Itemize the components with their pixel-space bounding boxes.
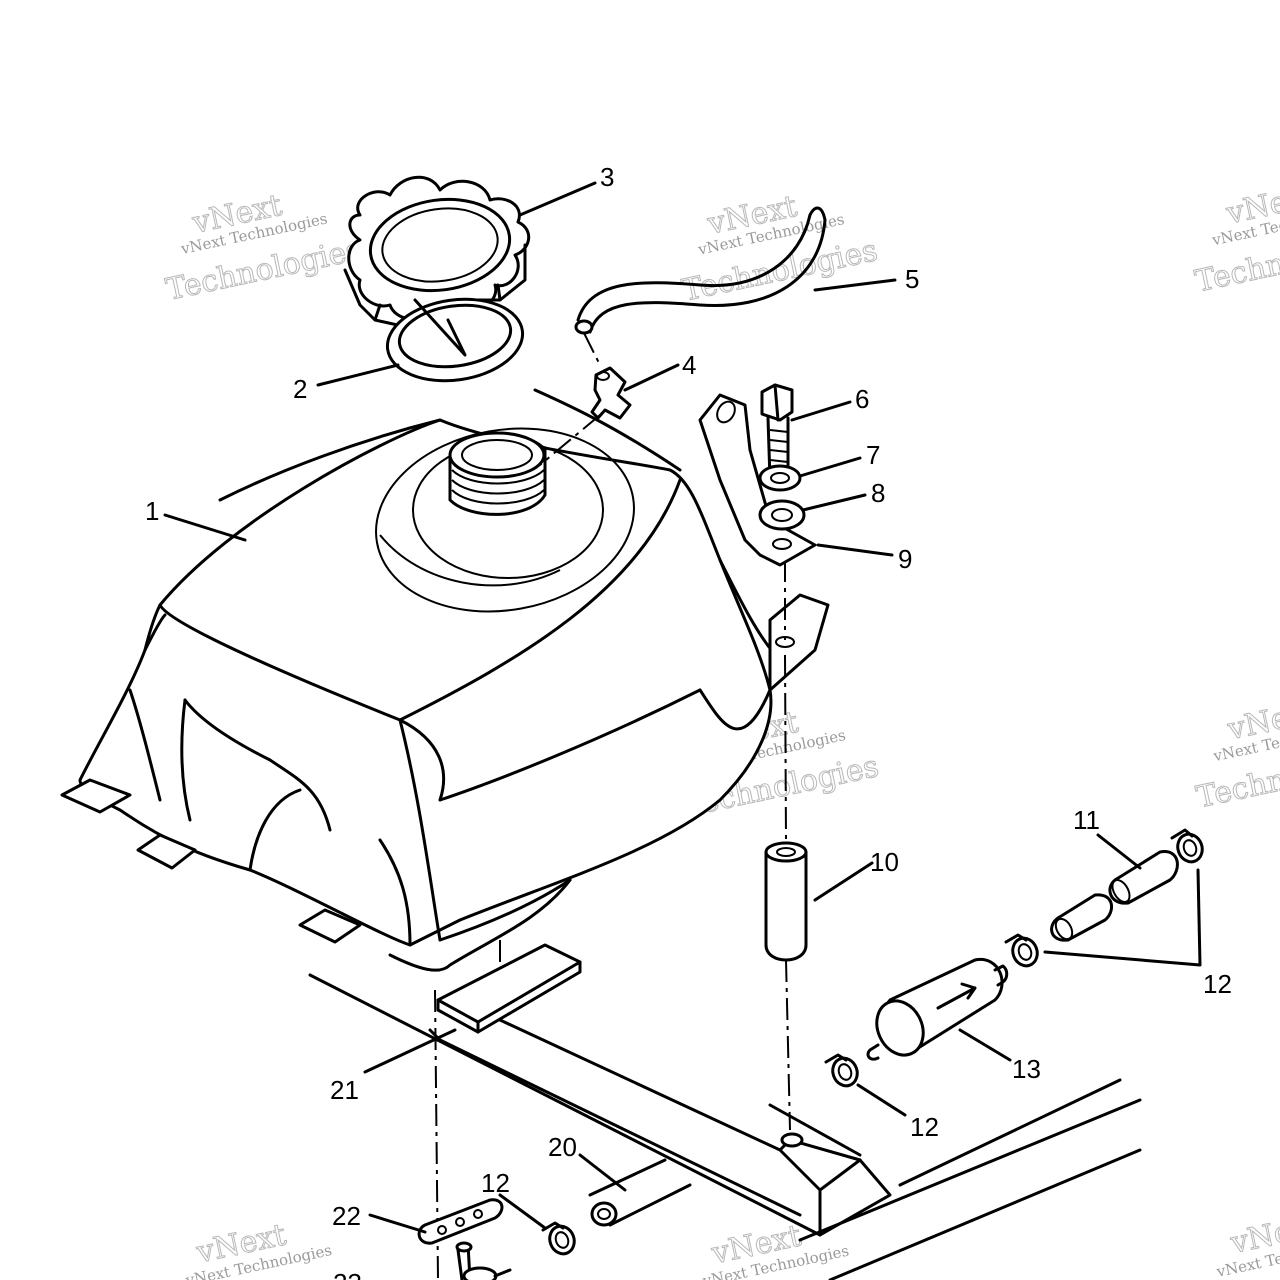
fuel-valve <box>455 1241 512 1280</box>
fuel-filter <box>866 958 1009 1061</box>
callout-1: 1 <box>145 496 159 526</box>
watermark-top-right: vNext vNext Technologies Technologies <box>1192 178 1280 300</box>
lock-washer <box>758 464 802 492</box>
callout-13: 13 <box>1012 1054 1041 1084</box>
vent-fitting <box>590 366 632 420</box>
spacer <box>764 841 808 962</box>
gasket <box>385 297 525 383</box>
watermark-bottom-left: vNext vNext Technologies <box>183 1217 333 1280</box>
watermark-top-left: vNext vNext Technologies Technologies <box>163 187 365 308</box>
watermark-bottom-right: vNext vNext Technologies <box>1214 1208 1280 1280</box>
callout-5: 5 <box>905 264 919 294</box>
callout-7: 7 <box>866 440 880 470</box>
pad <box>436 943 582 1034</box>
callout-23: 23 <box>333 1268 362 1280</box>
callout-22: 22 <box>332 1201 361 1231</box>
callout-4: 4 <box>682 350 696 380</box>
filler-neck <box>448 431 547 516</box>
valve-plate <box>417 1198 504 1245</box>
watermark-bottom-center: vNext vNext Technologies <box>700 1218 850 1280</box>
callout-2: 2 <box>293 374 307 404</box>
callout-3: 3 <box>600 162 614 192</box>
clamp <box>541 1221 576 1256</box>
callout-10: 10 <box>870 847 899 877</box>
callout-12: 12 <box>910 1112 939 1142</box>
callout-8: 8 <box>871 478 885 508</box>
callout-12: 12 <box>481 1168 510 1198</box>
clamp <box>824 1053 859 1088</box>
flat-washer <box>758 499 806 531</box>
clamp <box>1004 933 1039 968</box>
watermark-top-center: vNext vNext Technologies Technologies <box>679 188 881 309</box>
fuel-tank <box>60 388 830 972</box>
bracket <box>698 393 817 567</box>
callout-21: 21 <box>330 1075 359 1105</box>
callout-12: 12 <box>1203 969 1232 999</box>
frame-rails <box>308 973 1142 1280</box>
callout-labels: 1 2 3 4 5 6 7 8 9 10 11 12 12 12 13 20 2… <box>145 162 1232 1280</box>
clamp <box>1170 828 1204 864</box>
callout-11: 11 <box>1073 805 1100 835</box>
callout-9: 9 <box>898 544 912 574</box>
leader-lines <box>163 181 1202 1234</box>
callout-20: 20 <box>548 1132 577 1162</box>
watermark-mid-right: vNext vNext Technologies Technologies <box>1193 694 1280 816</box>
fuel-line-short <box>1108 850 1179 905</box>
callout-6: 6 <box>855 384 869 414</box>
fuel-line-mid <box>1050 893 1114 942</box>
vent-hose <box>574 206 827 335</box>
